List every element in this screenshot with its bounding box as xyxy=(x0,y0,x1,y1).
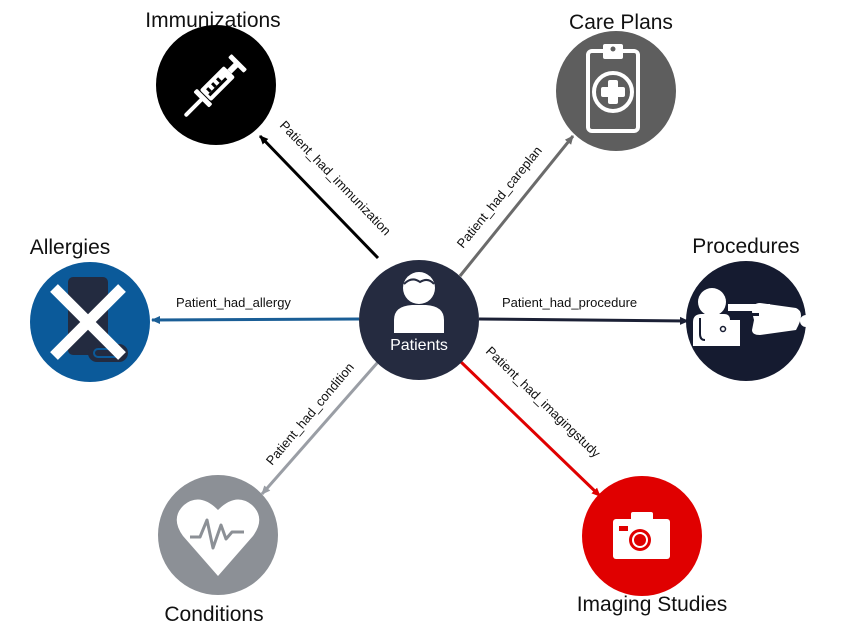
edge-label-immunizations: Patient_had_immunization xyxy=(277,118,394,239)
node-title-immunizations: Immunizations xyxy=(145,9,280,32)
node-title-careplans: Care Plans xyxy=(569,11,673,34)
node-title-conditions: Conditions xyxy=(164,603,263,626)
node-title-allergies: Allergies xyxy=(30,236,111,259)
node-title-procedures: Procedures xyxy=(692,235,799,258)
edge-allergies[interactable] xyxy=(151,315,360,324)
edge-label-procedures: Patient_had_procedure xyxy=(502,295,637,310)
edge-label-allergies: Patient_had_allergy xyxy=(176,295,291,310)
allergy-x-icon xyxy=(50,277,128,362)
camera-icon xyxy=(613,512,670,559)
edge-conditions[interactable] xyxy=(260,361,380,495)
heart-pulse-icon xyxy=(176,499,260,576)
doctor-patient-icon xyxy=(693,288,812,346)
node-procedures[interactable]: Procedures xyxy=(686,235,812,381)
node-title-imaging: Imaging Studies xyxy=(577,593,728,616)
edge-careplans[interactable] xyxy=(458,135,575,277)
edge-imaging[interactable] xyxy=(459,360,602,498)
syringe-icon xyxy=(184,54,247,117)
edge-immunizations[interactable] xyxy=(258,134,380,260)
edge-procedures[interactable] xyxy=(478,316,689,325)
node-conditions[interactable]: Conditions xyxy=(158,475,278,626)
node-allergies[interactable]: Allergies xyxy=(30,236,150,382)
node-imaging[interactable]: Imaging Studies xyxy=(577,476,728,616)
person-icon xyxy=(394,272,444,333)
edges xyxy=(151,134,689,498)
node-patients[interactable]: Patients xyxy=(359,260,479,380)
edge-label-conditions: Patient_had_condition xyxy=(263,360,357,468)
node-label-patients: Patients xyxy=(390,337,448,354)
edge-label-careplans: Patient_had_careplan xyxy=(454,143,545,251)
node-immunizations[interactable]: Immunizations xyxy=(145,9,281,145)
node-careplans[interactable]: Care Plans xyxy=(556,11,676,151)
clipboard-medical-icon xyxy=(586,44,640,133)
